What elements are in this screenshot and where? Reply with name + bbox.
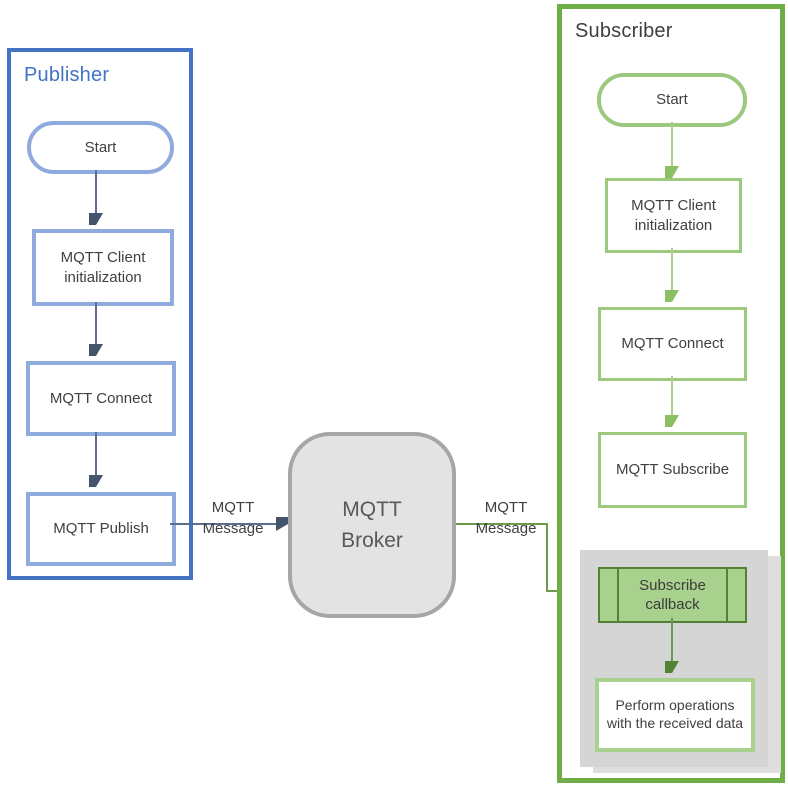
arrow-publish-to-broker [170, 523, 277, 525]
broker-node: MQTT Broker [288, 432, 456, 618]
publisher-init-label: MQTT Client initialization [60, 249, 146, 286]
arrowhead-right-icon [276, 517, 288, 531]
publisher-start-label: Start [84, 138, 117, 156]
arrowhead-down-icon [665, 415, 679, 427]
arrow-pub-start-to-init [95, 170, 97, 214]
subscriber-init-node: MQTT Client initialization [605, 178, 742, 253]
left-message-line1: MQTT [211, 499, 255, 516]
callback-right-bar [726, 569, 728, 621]
callback-left-bar [617, 569, 619, 621]
subscriber-connect-label: MQTT Connect [621, 335, 724, 353]
publisher-connect-label: MQTT Connect [49, 389, 153, 407]
subscriber-connect-node: MQTT Connect [598, 307, 747, 381]
publisher-container: Publisher Start MQTT Client initializati… [7, 48, 193, 580]
arrowhead-down-icon [665, 290, 679, 302]
broker-label: MQTT Broker [341, 497, 403, 553]
arrow-callback-to-perform [671, 618, 673, 662]
right-message-label: MQTT Message [466, 497, 546, 539]
publisher-connect-node: MQTT Connect [26, 361, 176, 436]
subscriber-start-label: Start [656, 91, 688, 109]
subscriber-subscribe-node: MQTT Subscribe [598, 432, 747, 508]
left-message-label: MQTT Message [193, 497, 273, 539]
arrowhead-down-icon [665, 661, 679, 673]
right-message-line1: MQTT [484, 499, 528, 516]
subscriber-callback-label: Subscribe callback [639, 576, 706, 614]
subscriber-callback-node: Subscribe callback [598, 567, 747, 623]
left-message-line2: Message [202, 520, 264, 537]
arrow-pub-init-to-connect [95, 302, 97, 345]
right-message-line2: Message [475, 520, 537, 537]
arrow-broker-elbow-top [456, 523, 548, 525]
subscriber-perform-label: Perform operations with the received dat… [606, 697, 744, 731]
arrow-sub-start-to-init [671, 122, 673, 167]
publisher-init-node: MQTT Client initialization [32, 229, 174, 306]
arrow-broker-elbow-vertical [546, 523, 548, 592]
subscriber-perform-node: Perform operations with the received dat… [595, 678, 755, 752]
arrow-sub-connect-to-subscribe [671, 376, 673, 416]
arrowhead-down-icon [89, 475, 103, 487]
subscriber-init-label: MQTT Client initialization [631, 197, 716, 234]
publisher-title: Publisher [24, 64, 110, 86]
publisher-publish-label: MQTT Publish [53, 520, 149, 538]
arrow-pub-connect-to-publish [95, 432, 97, 476]
subscriber-start-node: Start [597, 73, 747, 127]
subscriber-title: Subscriber [575, 20, 673, 42]
arrowhead-down-icon [89, 213, 103, 225]
arrow-sub-init-to-connect [671, 248, 673, 291]
publisher-start-node: Start [27, 121, 174, 174]
arrowhead-down-icon [89, 344, 103, 356]
subscriber-subscribe-label: MQTT Subscribe [615, 461, 730, 479]
arrowhead-down-icon [665, 166, 679, 178]
publisher-publish-node: MQTT Publish [26, 492, 176, 566]
